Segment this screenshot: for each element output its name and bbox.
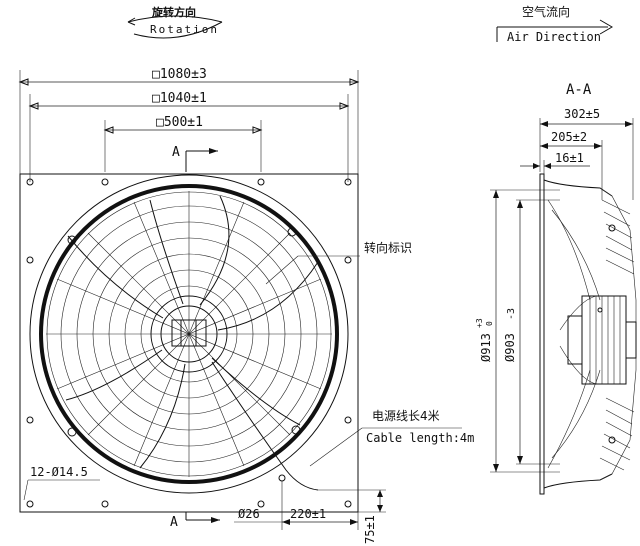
- holes-callout: 12-Ø14.5: [23, 465, 100, 501]
- cable-dia-label: Ø26: [238, 507, 260, 521]
- dim-outer-label: □1080±3: [152, 67, 207, 82]
- cable-offset-label: 220±1: [290, 507, 326, 521]
- airflow-cn-label: 空气流向: [522, 4, 570, 19]
- airflow-symbol: 空气流向 Air Direction: [496, 4, 613, 44]
- section-marker-bottom: A: [170, 512, 220, 530]
- fan-front: [29, 174, 349, 494]
- cable-height-label: 75±1: [363, 515, 377, 544]
- dia-outer-tol-upper: +3: [475, 318, 484, 328]
- flange-label: 16±1: [555, 151, 584, 165]
- bottom-dimensions: 220±1 Ø26 75±1: [234, 481, 386, 544]
- cable-callout: 电源线长4米 Cable length:4m: [309, 409, 474, 467]
- front-dimension-lines: [18, 70, 360, 182]
- rotation-mark-callout: 转向标识: [265, 240, 412, 285]
- rotation-en-label: Rotation: [150, 23, 219, 36]
- depth-label: 302±5: [564, 107, 600, 121]
- holes-label: 12-Ø14.5: [30, 465, 88, 479]
- rotation-mark-label: 转向标识: [364, 240, 412, 255]
- section-title: A-A: [566, 82, 592, 98]
- airflow-en-label: Air Direction: [507, 30, 601, 44]
- side-dimensions: 302±5 205±2 16±1: [490, 107, 634, 473]
- dia-inner-tol: -3: [506, 308, 517, 320]
- dim-holes-label: □1040±1: [152, 91, 207, 106]
- rotation-symbol: 旋转方向 Rotation: [127, 5, 223, 39]
- rotation-cn-label: 旋转方向: [151, 5, 196, 19]
- dia-outer-label: Ø913: [479, 333, 493, 362]
- fan-side: [539, 173, 637, 495]
- mounting-plate: [19, 173, 359, 513]
- motor-label: 205±2: [551, 130, 587, 144]
- section-label-bottom: A: [170, 515, 178, 530]
- section-marker-top: A: [172, 145, 218, 172]
- dia-inner-label: Ø903: [503, 333, 517, 362]
- cable-cn-label: 电源线长4米: [372, 409, 440, 423]
- section-label-top: A: [172, 145, 180, 160]
- cable-en-label: Cable length:4m: [366, 431, 474, 445]
- mounting-holes: [26, 178, 352, 508]
- fan-blades: [65, 195, 319, 469]
- dim-inner-label: □500±1: [156, 115, 203, 130]
- dia-outer-tol-lower: 0: [485, 321, 494, 326]
- guard-spokes: [46, 191, 332, 477]
